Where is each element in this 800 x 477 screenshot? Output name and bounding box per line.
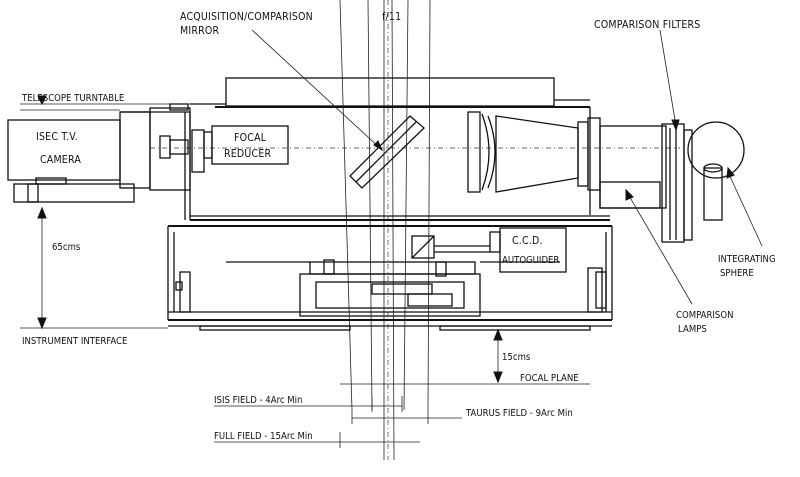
focal-reducer	[203, 125, 289, 165]
dim-15-label: 15cms	[502, 352, 531, 363]
isec-tv-camera	[7, 103, 205, 203]
dimension-15cms	[340, 328, 590, 385]
dim-65-label: 65cms	[52, 242, 81, 253]
taurus-field-label: TAURUS FIELD - 9Arc Min	[465, 408, 573, 419]
acq-label-line1: ACQUISITION/COMPARISON	[180, 11, 313, 23]
integrating-sphere	[687, 121, 745, 221]
focal-reducer-line1: FOCAL	[234, 132, 267, 144]
isis-field-label: ISIS FIELD - 4Arc Min	[214, 395, 302, 406]
f-number-label: f/11	[382, 11, 401, 23]
instrument-interface-label: INSTRUMENT INTERFACE	[22, 336, 127, 347]
beam-lines	[339, 0, 431, 461]
isec-label-line2: CAMERA	[40, 154, 81, 166]
comparison-filters	[661, 123, 693, 243]
ccd-autoguider	[411, 227, 567, 273]
integrating-label-line1: INTEGRATING	[718, 254, 776, 265]
ccd-label: C.C.D.	[512, 235, 543, 247]
comparison-lamps-line2: LAMPS	[678, 324, 707, 335]
acquisition-mirror	[349, 115, 425, 189]
dimension-65cms	[20, 95, 190, 330]
autoguider-label: AUTOGUIDER	[502, 255, 559, 266]
instrument-body	[150, 77, 680, 331]
field-markers	[214, 396, 462, 448]
comparison-filters-label: COMPARISON FILTERS	[594, 19, 700, 31]
comparison-lamps-line1: COMPARISON	[676, 310, 733, 321]
isec-label-line1: ISEC T.V.	[36, 131, 78, 143]
focal-plane-label: FOCAL PLANE	[520, 373, 579, 384]
leader-lines	[251, 29, 763, 305]
integrating-label-line2: SPHERE	[720, 268, 754, 279]
lens-assembly	[467, 111, 667, 209]
acq-label-line2: MIRROR	[180, 25, 219, 37]
telescope-turntable-label: TELESCOPE TURNTABLE	[21, 93, 124, 104]
full-field-label: FULL FIELD - 15Arc Min	[214, 431, 313, 442]
focal-reducer-line2: REDUCER	[224, 148, 271, 160]
